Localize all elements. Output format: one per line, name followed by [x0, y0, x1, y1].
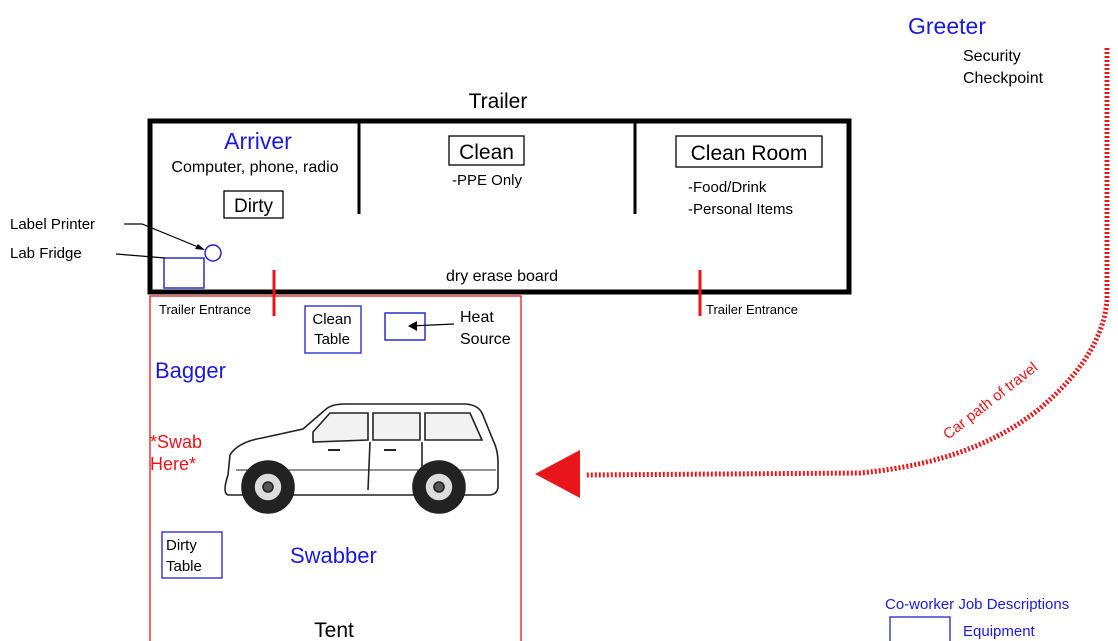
greeter-role-label: Greeter [908, 13, 986, 39]
swab-here-line1: *Swab [150, 432, 202, 452]
swabber-role-label: Swabber [290, 543, 377, 568]
clean-room-label: Clean Room [691, 142, 808, 165]
arriver-items-label: Computer, phone, radio [171, 159, 338, 176]
label-printer-label: Label Printer [10, 216, 95, 233]
trailer-outline [147, 118, 852, 295]
clean-table-label-line1: Clean [312, 311, 351, 328]
dirty-table-label-line1: Dirty [166, 537, 197, 554]
arriver-role-label: Arriver [224, 128, 292, 154]
security-label-line1: Security [963, 48, 1021, 65]
ppe-only-label: -PPE Only [452, 172, 523, 189]
lab-fridge-label: Lab Fridge [10, 245, 82, 262]
trailer-entrance-left-label: Trailer Entrance [159, 302, 251, 317]
security-label-line2: Checkpoint [963, 70, 1044, 87]
food-drink-label: -Food/Drink [688, 179, 767, 196]
tent-outline [149, 295, 522, 641]
label-printer-icon [204, 244, 222, 262]
heat-source-label-line1: Heat [460, 309, 494, 326]
suv-icon [224, 403, 499, 514]
label-printer-pointer [124, 223, 204, 250]
heat-source-pointer [409, 323, 455, 327]
legend-title: Co-worker Job Descriptions [885, 596, 1069, 613]
clean-zone-box [448, 135, 525, 166]
bagger-role-label: Bagger [155, 358, 226, 383]
dirty-zone-label: Dirty [234, 196, 274, 217]
legend-equipment-label: Equipment [963, 623, 1036, 640]
car-path-label: Car path of travel [940, 359, 1041, 443]
heat-source-icon [384, 312, 426, 341]
clean-room-box [675, 135, 823, 168]
dry-erase-board-label: dry erase board [446, 268, 558, 285]
car-path-line [584, 48, 1110, 478]
heat-source-label-line2: Source [460, 331, 511, 348]
car-path-arrowhead-icon [535, 450, 580, 498]
clean-table-box [304, 305, 362, 354]
clean-table-label-line2: Table [314, 331, 350, 348]
lab-fridge-pointer [115, 253, 166, 259]
lab-fridge-icon [163, 257, 205, 289]
heat-source-arrowhead-icon [408, 321, 417, 331]
personal-items-label: -Personal Items [688, 201, 793, 218]
trailer-title: Trailer [469, 90, 528, 113]
legend-equipment-swatch [889, 616, 951, 641]
label-printer-arrowhead-icon [195, 244, 205, 250]
dirty-zone-box [223, 190, 284, 219]
swab-here-line2: Here* [150, 454, 196, 474]
clean-zone-label: Clean [459, 141, 514, 164]
dirty-table-box [161, 531, 223, 579]
tent-label: Tent [314, 619, 354, 641]
trailer-entrance-right-label: Trailer Entrance [706, 302, 798, 317]
dirty-table-label-line2: Table [166, 558, 202, 575]
